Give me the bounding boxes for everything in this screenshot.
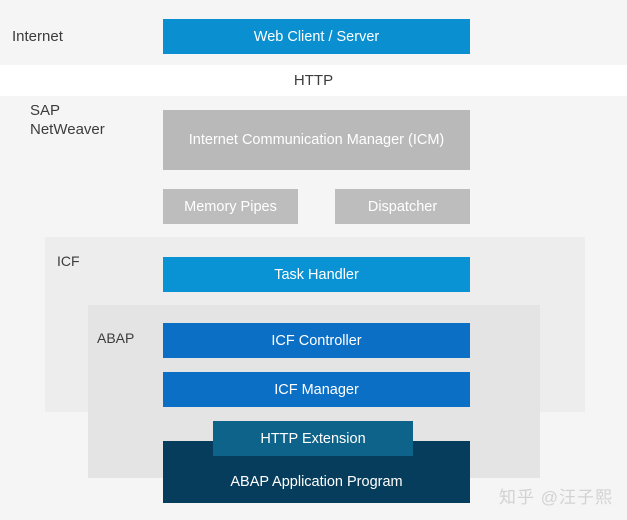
label-internet: Internet (12, 28, 63, 45)
box-icf-manager: ICF Manager (163, 372, 470, 407)
box-icf-controller: ICF Controller (163, 323, 470, 358)
watermark: 知乎 @汪子熙 (499, 488, 613, 507)
box-internet-communication-manager: Internet Communication Manager (ICM) (163, 110, 470, 170)
label-abap: ABAP (97, 330, 135, 346)
band-http (0, 65, 627, 96)
box-web-client-server: Web Client / Server (163, 19, 470, 54)
box-dispatcher: Dispatcher (335, 189, 470, 224)
label-sap-netweaver: SAP NetWeaver (30, 102, 105, 138)
label-http-protocol: HTTP (293, 72, 334, 89)
box-task-handler: Task Handler (163, 257, 470, 292)
box-http-extension: HTTP Extension (213, 421, 413, 456)
label-icf: ICF (57, 253, 80, 269)
box-memory-pipes: Memory Pipes (163, 189, 298, 224)
